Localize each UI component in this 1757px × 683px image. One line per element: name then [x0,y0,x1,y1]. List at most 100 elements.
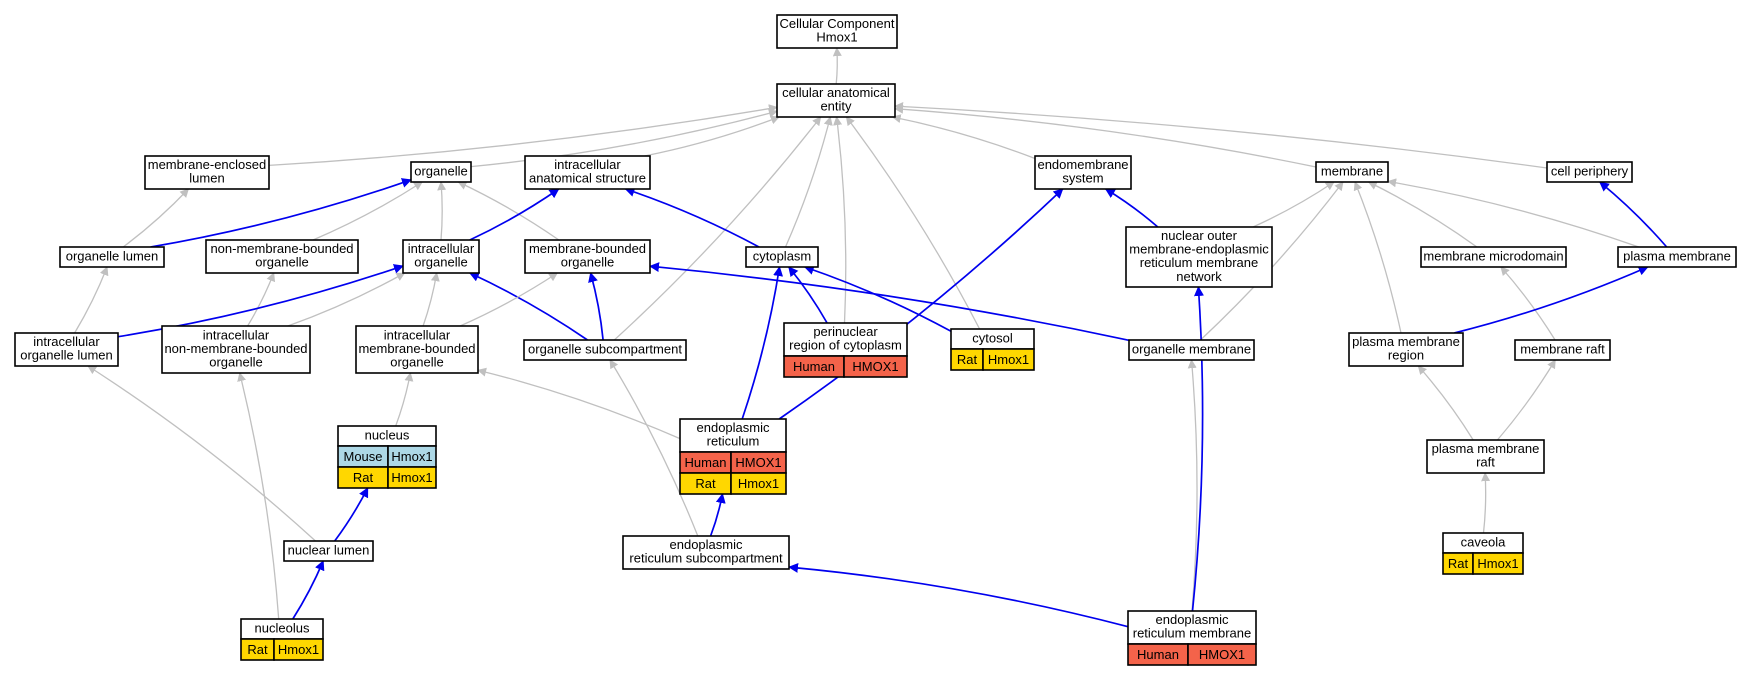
term-node-cyto[interactable]: cytoplasm [745,246,819,268]
term-node-mmd[interactable]: membrane microdomain [1420,246,1567,268]
term-label: lumen [189,171,224,186]
edge-nucl-to-nl [292,560,325,620]
term-label: membrane-endoplasmic [1129,242,1269,257]
term-label: caveola [1461,534,1507,549]
edge-ends-to-cae [891,114,1036,160]
edge-cytosol-to-cae [845,116,981,330]
term-label: organelle [414,255,468,270]
edge-mem-to-cae [894,104,1317,168]
edge-mmd-to-mem [1367,181,1478,248]
gene-name: Hmox1 [391,470,432,485]
edge-prc-to-cae [833,116,847,324]
term-label: cytosol [972,330,1013,345]
edge-pm-to-mem [1387,178,1640,248]
term-box [1420,246,1567,268]
edge-ersc-to-osc [609,359,699,537]
term-node-mr[interactable]: membrane raft [1514,339,1611,361]
term-label: endoplasmic [1156,612,1229,627]
edge-cav-to-pmraft [1481,472,1491,534]
gene-cell [982,348,1035,371]
edge-pmr-to-mem [1353,181,1402,334]
term-node-cp[interactable]: cell periphery [1546,161,1633,183]
term-node-om[interactable]: organelle membrane [1128,339,1255,361]
term-box [283,540,374,562]
species-name: Rat [957,352,978,367]
edge-om-to-mem [1200,181,1344,341]
term-node-orgl[interactable]: organelle lumen [59,246,165,268]
term-label: cytoplasm [753,248,812,263]
term-node-org[interactable]: organelle [410,161,472,183]
term-box [523,339,687,361]
gene-cell [387,466,437,489]
term-label: nuclear lumen [288,542,370,557]
edge-orgl-to-mel [122,188,190,248]
term-label: organelle [255,255,309,270]
term-box [776,83,896,118]
edge-ias-to-cae [644,115,780,157]
edge-inmbo-to-io [287,272,406,327]
term-label: cell periphery [1551,163,1629,178]
species-name: Rat [353,470,374,485]
term-label: nucleolus [255,620,310,635]
term-box [1617,246,1737,268]
edge-nl-to-iol [87,365,316,542]
edge-iol-to-orgl [74,266,109,334]
edge-imbo-to-mbo [459,272,559,327]
term-node-osc[interactable]: organelle subcompartment [523,339,687,361]
term-label: reticulum [707,434,760,449]
gene-name: Hmox1 [391,449,432,464]
term-node-inmbo[interactable]: intracellularnon-membrane-boundedorganel… [161,325,311,374]
term-label: non-membrane-bounded [210,241,353,256]
term-box [745,246,819,268]
term-box [524,155,651,190]
gene-cell [730,472,787,495]
term-label: perinuclear [813,324,878,339]
term-node-mem[interactable]: membrane [1315,161,1389,183]
term-label: anatomical structure [529,171,646,186]
edge-inmbo-to-nmbo [247,272,276,327]
term-label: intracellular [33,334,100,349]
edge-io-to-ias [469,188,560,241]
edge-erm-to-om [1187,359,1198,612]
edge-org-to-cae [470,108,778,168]
term-label: nuclear outer [1161,228,1238,243]
term-label: membrane-enclosed [148,157,267,172]
term-box [14,332,119,367]
term-node-nl[interactable]: nuclear lumen [283,540,374,562]
edge-nmbo-to-org [312,181,423,241]
gene-name: Hmox1 [738,476,779,491]
term-node-nom[interactable]: nuclear outermembrane-endoplasmicreticul… [1125,226,1273,288]
edge-nucl-to-inmbo [237,372,280,620]
term-label: intracellular [554,157,621,172]
term-label: organelle [209,355,263,370]
edge-nl-to-nuc [334,487,369,542]
gene-cell [1472,552,1524,575]
term-node-pm[interactable]: plasma membrane [1617,246,1737,268]
term-box [205,239,359,274]
term-label: reticulum subcompartment [629,551,783,566]
